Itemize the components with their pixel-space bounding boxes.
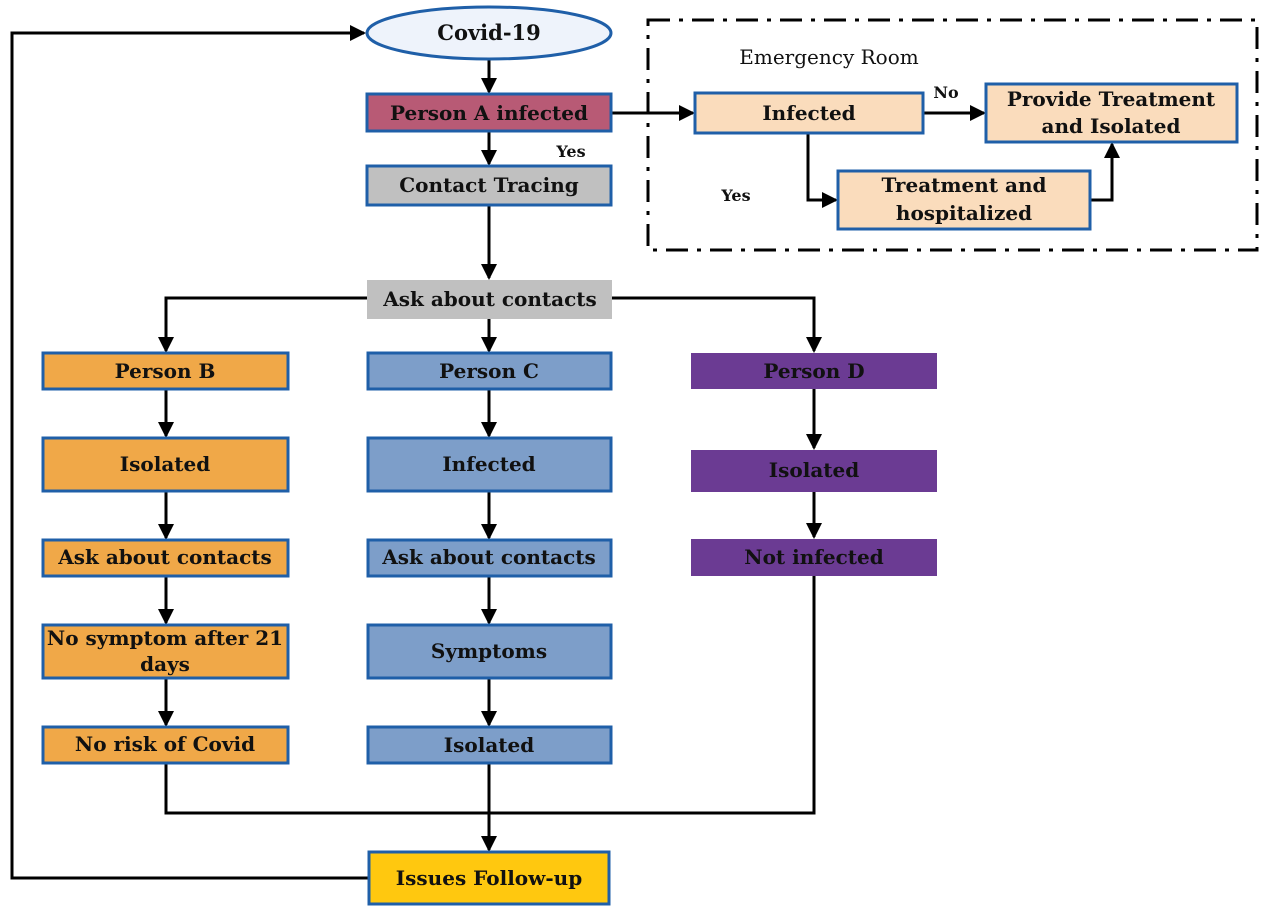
- person-b-no-symptom-line1: No symptom after 21: [47, 626, 283, 650]
- person-b-ask-label: Ask about contacts: [57, 545, 272, 569]
- person-c-ask-label: Ask about contacts: [381, 545, 596, 569]
- ask-contacts-box: [367, 280, 612, 319]
- treatment-hospitalized-line1: Treatment and: [882, 173, 1047, 197]
- treatment-hospitalized-box: [836, 169, 1092, 231]
- loop-back-arrow: [10, 25, 368, 880]
- person-d-column: Person D Isolated Not infected: [691, 353, 937, 576]
- person-b-column: Person B Isolated Ask about contacts No …: [41, 351, 290, 765]
- covid-label: Covid-19: [437, 20, 541, 45]
- arrow-treatment-to-provide: [1090, 142, 1120, 202]
- no-label: No: [933, 83, 959, 102]
- person-a-node: Person A infected: [365, 92, 613, 133]
- contact-tracing-box: [365, 164, 613, 207]
- follow-up-node: Issues Follow-up: [367, 850, 611, 906]
- person-b-isolated-box: [41, 436, 290, 493]
- person-c-infected-label: Infected: [442, 452, 535, 476]
- connectors: [10, 25, 1120, 880]
- person-b-ask-box: [41, 538, 290, 578]
- follow-up-box: [367, 850, 611, 906]
- person-d-not-infected-box: [691, 539, 937, 576]
- arrow-er-infected-to-treatment: [806, 133, 838, 208]
- emergency-room-title: Emergency Room: [739, 45, 918, 69]
- person-b-no-symptom-box: [41, 623, 290, 680]
- person-b-label: Person B: [115, 359, 216, 383]
- person-d-not-infected-label: Not infected: [744, 545, 883, 569]
- treatment-hospitalized-node: Treatment and hospitalized: [836, 169, 1092, 231]
- ask-contacts-label: Ask about contacts: [382, 287, 597, 311]
- person-c-label: Person C: [439, 359, 539, 383]
- er-infected-label: Infected: [762, 101, 855, 125]
- person-a-box: [365, 92, 613, 133]
- treatment-hospitalized-line2: hospitalized: [896, 201, 1032, 225]
- person-b-isolated-label: Isolated: [120, 452, 210, 476]
- person-c-column: Person C Infected Ask about contacts Sym…: [366, 351, 613, 765]
- person-c-isolated-box: [366, 725, 613, 765]
- person-d-label: Person D: [763, 359, 864, 383]
- person-a-label: Person A infected: [390, 101, 588, 125]
- ask-contacts-node: Ask about contacts: [367, 280, 612, 319]
- person-c-box: [366, 351, 613, 391]
- er-infected-box: [693, 91, 925, 135]
- person-b-box: [41, 351, 290, 391]
- yes-label-er: Yes: [720, 186, 750, 205]
- person-d-box: [691, 353, 937, 389]
- person-b-no-symptom-line2: days: [140, 652, 190, 676]
- follow-up-label: Issues Follow-up: [396, 866, 582, 890]
- arrow-ask-to-person-d: [612, 296, 822, 353]
- provide-treatment-box: [984, 82, 1239, 144]
- provide-treatment-line2: and Isolated: [1042, 114, 1181, 138]
- covid-ellipse: [365, 5, 613, 61]
- emergency-room-frame: [646, 18, 1259, 252]
- person-c-symptoms-box: [366, 623, 613, 680]
- provide-treatment-line1: Provide Treatment: [1007, 87, 1216, 111]
- arrow-ask-to-person-b: [158, 296, 367, 353]
- person-c-symptoms-label: Symptoms: [431, 639, 547, 663]
- covid-node: Covid-19: [365, 5, 613, 61]
- person-c-isolated-label: Isolated: [444, 733, 534, 757]
- person-b-no-risk-label: No risk of Covid: [75, 732, 255, 756]
- provide-treatment-node: Provide Treatment and Isolated: [984, 82, 1239, 144]
- person-d-isolated-label: Isolated: [769, 458, 859, 482]
- yes-label-main: Yes: [555, 142, 585, 161]
- person-b-no-risk-box: [41, 725, 290, 765]
- person-c-infected-box: [366, 436, 613, 493]
- person-c-ask-box: [366, 538, 613, 578]
- er-infected-node: Infected: [693, 91, 925, 135]
- contact-tracing-label: Contact Tracing: [399, 173, 579, 197]
- contact-tracing-node: Contact Tracing: [365, 164, 613, 207]
- person-d-isolated-box: [691, 450, 937, 492]
